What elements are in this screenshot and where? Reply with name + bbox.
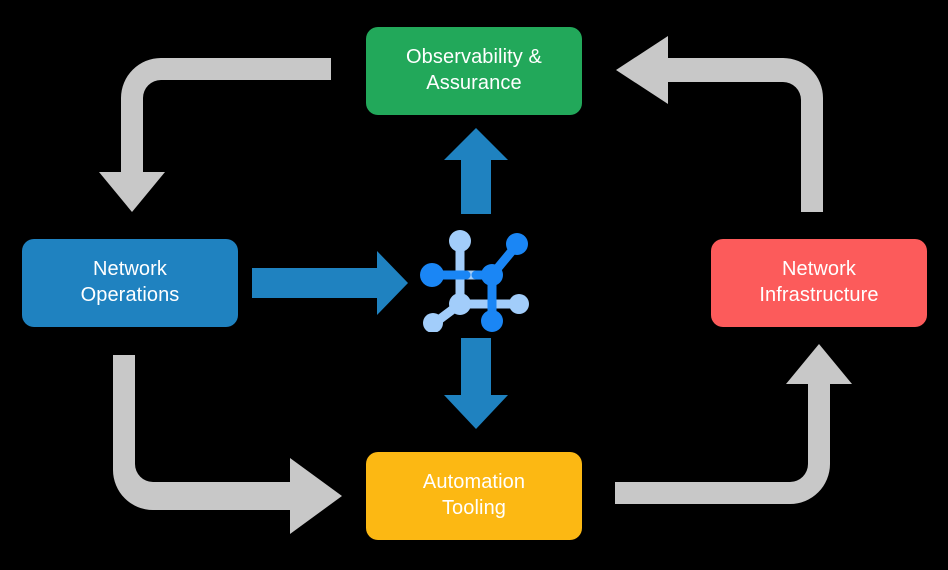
gray-arrow-operations-to-automation [113,355,342,534]
gray-arrow-infrastructure-to-observability [616,36,823,212]
network-topology-icon [420,230,529,332]
icon-node-top-right [506,233,528,255]
node-label-network-operations: Network Operations [80,258,180,306]
icon-node-lower-left-hub [449,293,471,315]
gray-arrow-observability-to-operations [99,58,331,212]
node-box-network-operations[interactable]: Network Operations [22,239,238,327]
icon-node-right-lower [509,294,529,314]
node-box-automation-tooling[interactable]: Automation Tooling [366,452,582,540]
icon-node-bottom-left [423,313,443,332]
icon-node-top [449,230,471,252]
node-label-automation-tooling: Automation Tooling [422,471,526,519]
blue-arrow-center-to-observability [444,128,508,214]
node-box-network-infrastructure[interactable]: Network Infrastructure [711,239,927,327]
icon-node-left [420,263,444,287]
blue-arrow-operations-to-center [252,251,408,315]
node-box-observability-assurance[interactable]: Observability & Assurance [366,27,582,115]
node-label-observability-assurance: Observability & Assurance [406,46,542,94]
node-label-network-infrastructure: Network Infrastructure [759,258,879,306]
icon-node-bottom [481,310,503,332]
gray-arrow-automation-to-infrastructure [615,344,852,504]
icon-node-hub [481,264,503,286]
blue-arrow-center-to-automation [444,338,508,429]
